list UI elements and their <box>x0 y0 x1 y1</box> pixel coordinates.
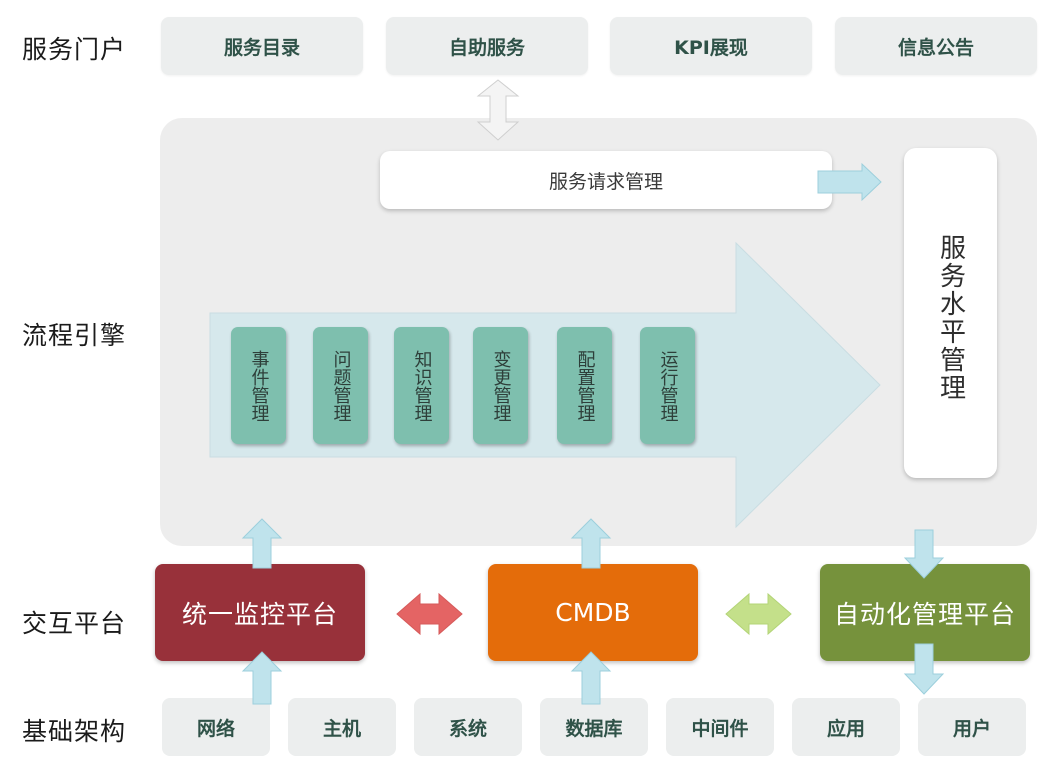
process-label: 运行管理 <box>657 349 679 422</box>
infra-application[interactable]: 应用 <box>792 698 900 756</box>
portal-kpi-display[interactable]: KPI展现 <box>610 17 812 75</box>
process-operations[interactable]: 运行管理 <box>640 327 695 444</box>
automation-platform[interactable]: 自动化管理平台 <box>820 564 1030 661</box>
infra-middleware[interactable]: 中间件 <box>666 698 774 756</box>
process-label: 问题管理 <box>330 349 352 422</box>
process-flow-arrow-shape <box>209 241 881 529</box>
row-label-portal: 服务门户 <box>22 35 127 64</box>
unified-monitoring-platform[interactable]: 统一监控平台 <box>155 564 365 661</box>
infra-network[interactable]: 网络 <box>162 698 270 756</box>
process-change[interactable]: 变更管理 <box>473 327 528 444</box>
process-incident[interactable]: 事件管理 <box>231 327 286 444</box>
process-label: 事件管理 <box>248 349 270 422</box>
process-problem[interactable]: 问题管理 <box>313 327 368 444</box>
portal-self-service[interactable]: 自助服务 <box>386 17 588 75</box>
portal-announcements[interactable]: 信息公告 <box>835 17 1037 75</box>
row-label-interaction: 交互平台 <box>22 609 127 638</box>
infra-database[interactable]: 数据库 <box>540 698 648 756</box>
service-level-management[interactable]: 服务水平管理 <box>904 148 997 478</box>
service-request-management[interactable]: 服务请求管理 <box>380 151 832 209</box>
infra-user[interactable]: 用户 <box>918 698 1026 756</box>
process-label: 配置管理 <box>574 349 596 422</box>
infra-host[interactable]: 主机 <box>288 698 396 756</box>
service-level-label: 服务水平管理 <box>935 234 966 402</box>
row-label-infrastructure: 基础架构 <box>22 717 127 746</box>
process-configuration[interactable]: 配置管理 <box>557 327 612 444</box>
process-knowledge[interactable]: 知识管理 <box>394 327 449 444</box>
process-label: 变更管理 <box>490 349 512 422</box>
row-label-engine: 流程引擎 <box>22 321 127 350</box>
portal-service-catalog[interactable]: 服务目录 <box>161 17 363 75</box>
infra-system[interactable]: 系统 <box>414 698 522 756</box>
process-label: 知识管理 <box>411 349 433 422</box>
cmdb-platform[interactable]: CMDB <box>488 564 698 661</box>
